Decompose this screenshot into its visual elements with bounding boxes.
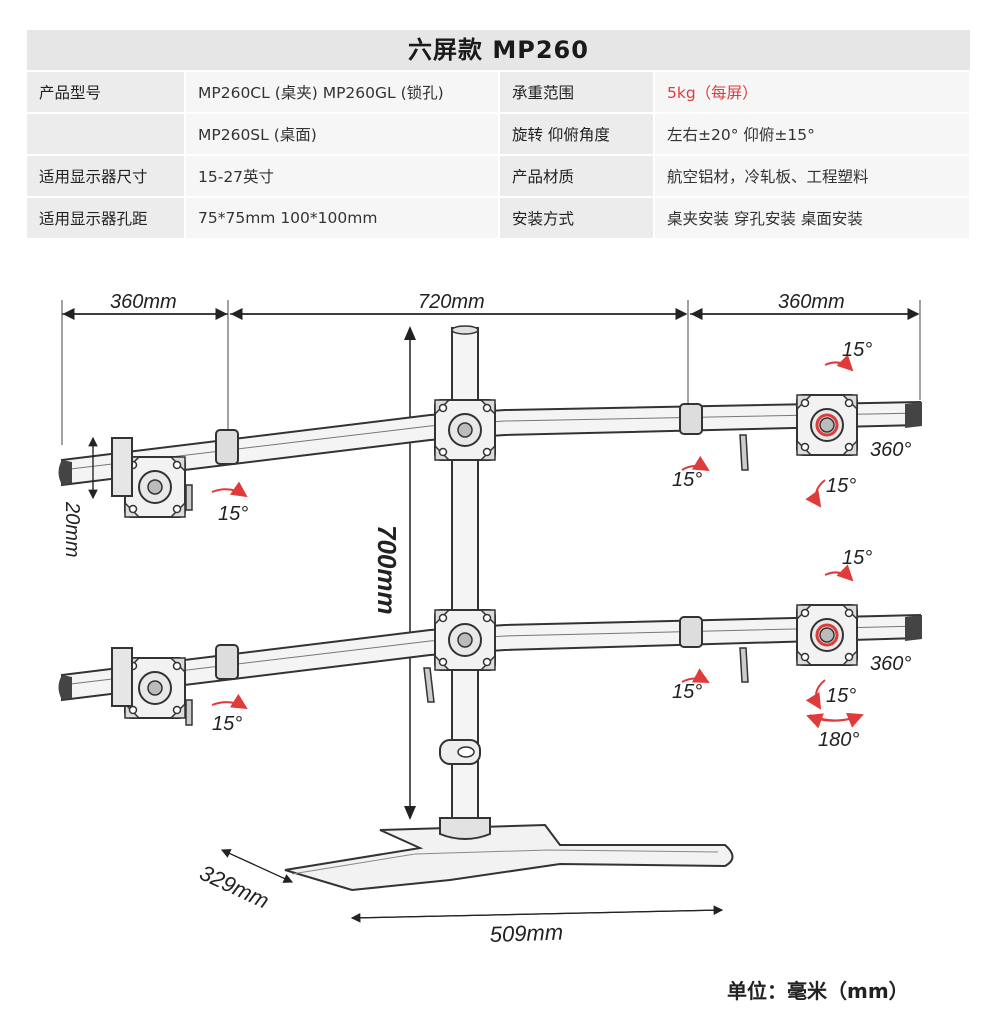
upper-left-mount — [124, 456, 186, 518]
tilt-label: 15° — [672, 469, 702, 491]
swivel-label: 180° — [818, 729, 859, 751]
spec-row: MP260SL (桌面) 旋转 仰俯角度 左右±20° 仰俯±15° — [27, 112, 971, 155]
height-value: 700mm — [372, 525, 402, 615]
base-width: 509mm — [489, 919, 563, 947]
lower-center-mount — [434, 609, 496, 671]
spec-value: 航空铝材，冷轧板、工程塑料 — [654, 154, 971, 197]
spec-value: MP260CL (桌夹) MP260GL (锁孔) — [185, 70, 500, 113]
tilt-label: 15° — [212, 713, 242, 735]
tilt-label: 15° — [842, 339, 872, 361]
right-arm-length: 360mm — [778, 291, 845, 313]
rotate-indicator-icon — [815, 413, 839, 437]
spec-label: 适用显示器孔距 — [27, 196, 186, 238]
unit-note: 单位：毫米（mm） — [727, 979, 909, 1003]
spec-value: MP260SL (桌面) — [185, 112, 500, 155]
load-capacity-value: 5kg（每屏） — [654, 70, 971, 113]
center-width: 720mm — [418, 291, 485, 313]
spec-value: 15-27英寸 — [185, 154, 500, 197]
width-dimension-lines — [61, 300, 921, 445]
spec-row: 适用显示器尺寸 15-27英寸 产品材质 航空铝材，冷轧板、工程塑料 — [27, 154, 971, 197]
spec-label: 旋转 仰俯角度 — [499, 112, 655, 155]
angle-arrows — [211, 354, 864, 729]
spec-value: 桌夹安装 穿孔安装 桌面安装 — [654, 196, 971, 238]
tilt-label: 15° — [842, 547, 872, 569]
lower-left-mount — [124, 657, 186, 719]
spec-label: 适用显示器尺寸 — [27, 154, 186, 197]
spec-table: 产品型号 MP260CL (桌夹) MP260GL (锁孔) 承重范围 5kg（… — [27, 70, 971, 238]
rotate-indicator-icon — [815, 623, 839, 647]
spec-value: 75*75mm 100*100mm — [185, 196, 500, 238]
spec-table-container: 六屏款 MP260 产品型号 MP260CL (桌夹) MP260GL (锁孔)… — [27, 30, 971, 238]
tilt-label: 15° — [826, 475, 856, 497]
tilt-label: 15° — [672, 681, 702, 703]
left-arm-length: 360mm — [110, 291, 177, 313]
spec-label: 安装方式 — [499, 196, 655, 238]
spec-label — [27, 112, 186, 155]
tilt-label: 15° — [826, 685, 856, 707]
upper-center-mount — [434, 399, 496, 461]
rotate-label: 360° — [870, 439, 911, 461]
spec-label: 产品材质 — [499, 154, 655, 197]
bar-thickness: 20mm — [61, 501, 83, 558]
spec-row: 产品型号 MP260CL (桌夹) MP260GL (锁孔) 承重范围 5kg（… — [27, 70, 971, 113]
spec-row: 适用显示器孔距 75*75mm 100*100mm 安装方式 桌夹安装 穿孔安装… — [27, 196, 971, 238]
product-title: 六屏款 MP260 — [27, 30, 970, 70]
product-diagram: 360mm 720mm 360mm 700mm 329mm 509mm 20mm — [58, 291, 922, 947]
tilt-label: 15° — [218, 503, 248, 525]
spec-label: 产品型号 — [27, 70, 186, 113]
spec-label: 承重范围 — [499, 70, 655, 113]
spec-value: 左右±20° 仰俯±15° — [654, 112, 971, 155]
base — [284, 817, 734, 892]
lower-right-mount — [796, 604, 858, 666]
upper-right-mount — [796, 394, 858, 456]
rotate-label: 360° — [870, 653, 911, 675]
